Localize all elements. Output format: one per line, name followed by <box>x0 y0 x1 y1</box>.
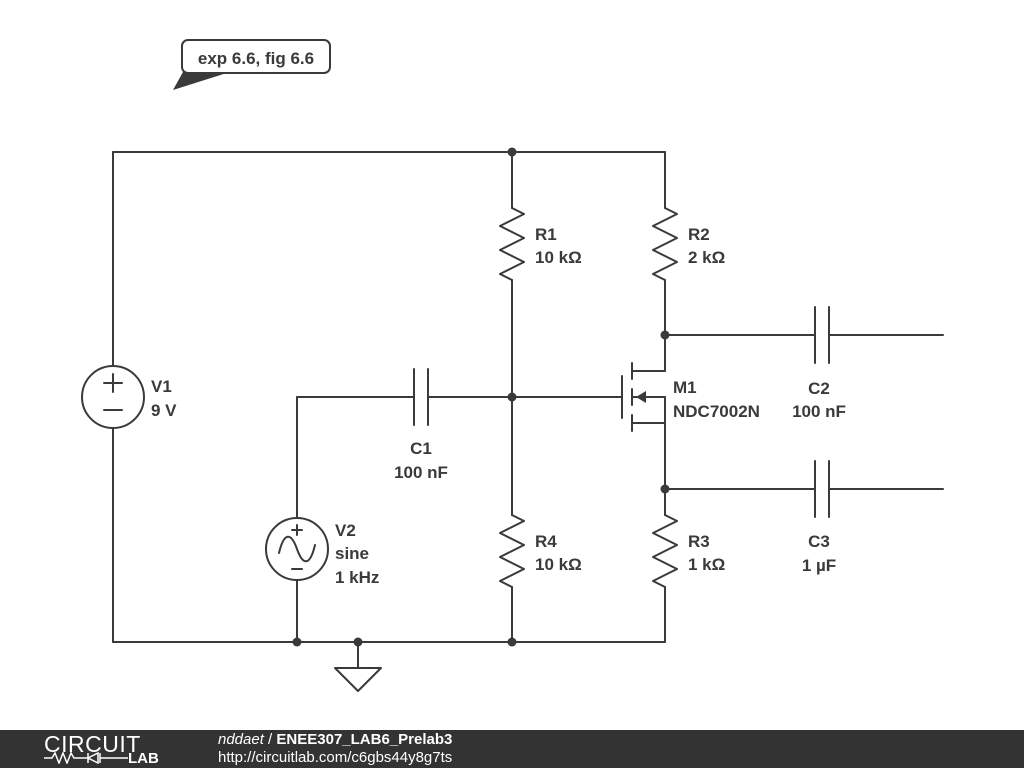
r2-value: 2 kΩ <box>688 248 725 267</box>
schematic-diagram: exp 6.6, fig 6.6 <box>81 39 944 692</box>
voltage-source-v2[interactable]: V2 sine 1 kHz <box>265 517 379 587</box>
v2-name: V2 <box>335 521 356 540</box>
resistor-r1[interactable]: R1 10 kΩ <box>499 207 582 281</box>
note-text: exp 6.6, fig 6.6 <box>198 49 314 68</box>
footer-url[interactable]: http://circuitlab.com/c6gbs44y8g7ts <box>218 749 453 766</box>
logo-lab-text: LAB <box>128 750 159 767</box>
voltage-source-v1[interactable]: V1 9 V <box>81 365 177 429</box>
capacitor-c1[interactable]: C1 100 nF <box>394 368 448 482</box>
c1-value: 100 nF <box>394 463 448 482</box>
r3-name: R3 <box>688 532 710 551</box>
author-link[interactable]: nddaet <box>218 731 264 748</box>
r4-value: 10 kΩ <box>535 555 582 574</box>
ground-icon <box>334 667 382 692</box>
footer-title-line: nddaet / ENEE307_LAB6_Prelab3 <box>218 731 452 748</box>
m1-value: NDC7002N <box>673 402 760 421</box>
v2-value: 1 kHz <box>335 568 379 587</box>
v1-value: 9 V <box>151 401 177 420</box>
capacitor-c3[interactable]: C3 1 µF <box>802 460 836 575</box>
c2-name: C2 <box>808 379 830 398</box>
r1-value: 10 kΩ <box>535 248 582 267</box>
c3-value: 1 µF <box>802 556 836 575</box>
path-separator: / <box>263 731 277 748</box>
note-callout[interactable]: exp 6.6, fig 6.6 <box>173 39 331 90</box>
resistor-r2[interactable]: R2 2 kΩ <box>652 207 725 281</box>
r1-name: R1 <box>535 225 557 244</box>
logo-resistor-icon <box>44 752 128 764</box>
c3-name: C3 <box>808 532 830 551</box>
c1-name: C1 <box>410 439 432 458</box>
capacitor-c2[interactable]: C2 100 nF <box>792 306 846 421</box>
r3-value: 1 kΩ <box>688 555 725 574</box>
v2-type: sine <box>335 544 369 563</box>
wires <box>112 151 944 669</box>
v1-name: V1 <box>151 377 172 396</box>
footer-bar: CIRCUIT LAB nddaet / ENEE307_LAB6_Prelab… <box>0 730 1024 768</box>
logo-circuit-text: CIRCUIT <box>44 731 141 757</box>
mosfet-m1[interactable]: M1 NDC7002N <box>621 362 760 432</box>
resistor-r3[interactable]: R3 1 kΩ <box>652 514 725 588</box>
r4-name: R4 <box>535 532 557 551</box>
resistor-r4[interactable]: R4 10 kΩ <box>499 514 582 588</box>
c2-value: 100 nF <box>792 402 846 421</box>
project-link[interactable]: ENEE307_LAB6_Prelab3 <box>276 731 453 748</box>
r2-name: R2 <box>688 225 710 244</box>
m1-name: M1 <box>673 378 697 397</box>
junctions <box>292 147 670 647</box>
